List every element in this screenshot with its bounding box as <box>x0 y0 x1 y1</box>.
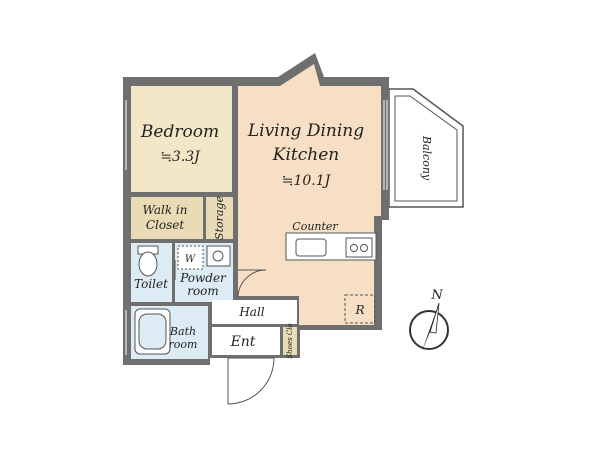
walk-in-closet-label-line1: Walk in <box>143 203 188 217</box>
ldk-floor <box>238 64 381 325</box>
refrigerator-space <box>344 294 376 324</box>
entrance-floor <box>212 327 280 355</box>
balcony-label: Balcony <box>420 135 433 181</box>
compass-label: N <box>430 288 443 303</box>
ldk-label-line1: Living Dining <box>247 121 364 141</box>
fixtures <box>134 232 377 355</box>
entrance-label: Ent <box>230 334 256 350</box>
doors <box>174 260 275 405</box>
bedroom-floor <box>131 86 232 192</box>
bath-room-label-line2: room <box>169 338 198 351</box>
toilet-label: Toilet <box>134 277 168 291</box>
interior-details <box>131 86 299 358</box>
refrigerator-label: R <box>354 303 364 317</box>
powder-room-label-line2: room <box>187 284 219 298</box>
stove <box>345 237 373 258</box>
washer-space <box>177 245 204 270</box>
counter-label: Counter <box>292 220 338 233</box>
north-arrow-icon: N <box>409 288 449 351</box>
powder-room-label-line1: Powder <box>179 271 227 285</box>
shoes-closet-floor <box>283 327 297 355</box>
bath-room-label-line1: Bath <box>169 325 196 338</box>
kitchen-sink <box>295 238 327 257</box>
hall-floor <box>212 300 298 324</box>
storage-floor <box>206 197 233 239</box>
bedroom-label: Bedroom <box>140 122 219 142</box>
shoes-closet-label: Shoes Clo <box>286 323 294 358</box>
hall-label: Hall <box>238 305 264 319</box>
windows <box>125 100 388 355</box>
walk-in-closet-floor <box>131 197 203 239</box>
washer-label: W <box>185 254 196 265</box>
ldk-label-line2: Kitchen <box>272 145 339 165</box>
bedroom-area: ≒3.3J <box>160 149 201 165</box>
walk-in-closet-label-line2: Closet <box>146 218 185 232</box>
room-labels: Bedroom ≒3.3J Living Dining Kitchen ≒10.… <box>134 121 433 359</box>
ldk-area: ≒10.1J <box>282 173 332 189</box>
storage-label: Storage <box>213 196 226 240</box>
